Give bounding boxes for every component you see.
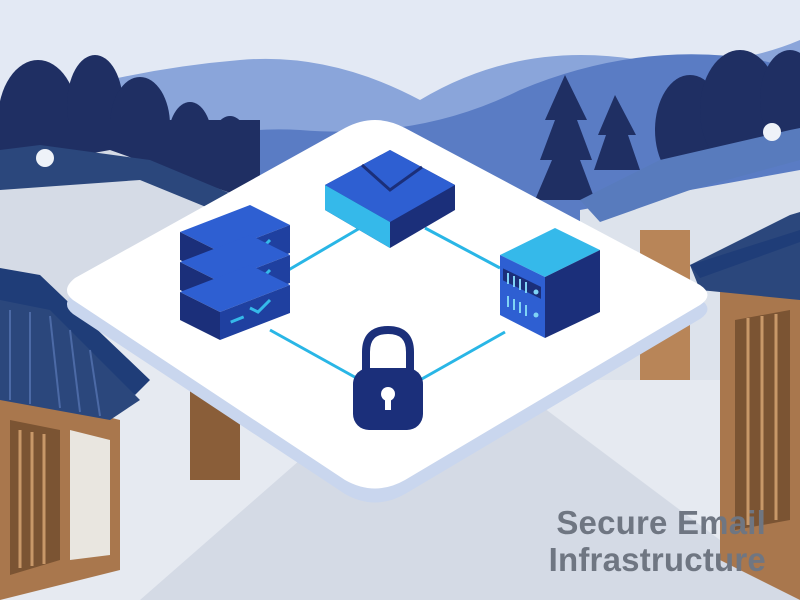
building-left-front [0, 268, 150, 600]
mail-icon [325, 150, 455, 248]
connectors [269, 226, 506, 382]
caption-line-1: Secure Email [556, 504, 766, 541]
building-right-front [690, 212, 800, 600]
lock-icon [353, 325, 423, 430]
caption-line-2: Infrastructure [548, 541, 766, 578]
street [140, 390, 800, 600]
server-stack-icon [180, 205, 290, 340]
platform [66, 120, 708, 489]
caption: Secure Email Infrastructure [549, 504, 766, 578]
server-icon [500, 228, 600, 338]
